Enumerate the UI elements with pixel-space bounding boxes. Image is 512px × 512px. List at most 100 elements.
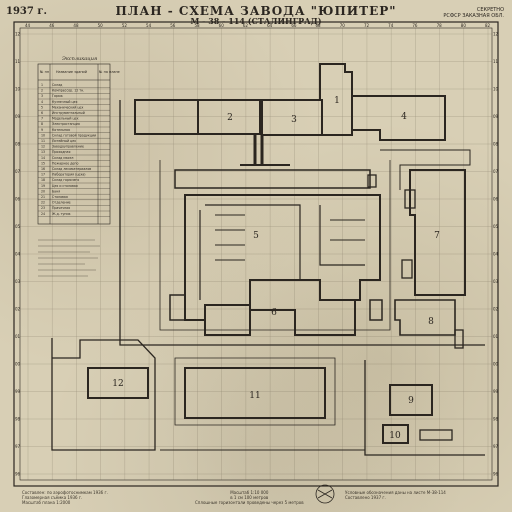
footer-line: Составлено 1937 г.: [345, 495, 386, 500]
legend-row-name: Механический цех: [52, 105, 84, 109]
grid-label: 68: [316, 23, 322, 28]
legend-row-number: 8: [41, 122, 43, 126]
legend-row-name: Проходная: [52, 150, 70, 154]
footer-left: Составлен: по аэрофотоснимкам 1936 г. Гл…: [22, 490, 108, 505]
footer-right: Условные обозначения даны на листе М-38-…: [345, 490, 446, 500]
footer-line: в 1 см 100 метров: [230, 495, 269, 500]
grid-lines: [20, 28, 492, 480]
grid-label: 97: [493, 444, 499, 449]
grid-label: 06: [493, 197, 499, 202]
grid-label: 70: [340, 23, 346, 28]
legend-row-number: 17: [41, 173, 45, 177]
grid-label: 00: [493, 362, 499, 367]
legend-row-name: Прачечная: [52, 206, 70, 210]
grid-label: 10: [493, 87, 499, 92]
grid-label: 58: [194, 23, 200, 28]
grid-label: 78: [437, 23, 443, 28]
legend-row-number: 14: [41, 156, 45, 160]
grid-label: 96: [493, 472, 499, 477]
grid-label: 54: [146, 23, 152, 28]
map-year: 1937 г.: [6, 6, 47, 17]
grid-label: 08: [15, 142, 21, 147]
grid-label: 82: [485, 23, 491, 28]
legend-col: № пп: [40, 70, 49, 74]
building-number: 1: [334, 96, 340, 106]
footer-line: Условные обозначения даны на листе М-38-…: [345, 490, 446, 495]
grid-label: 02: [15, 307, 21, 312]
building-number: 6: [271, 308, 277, 318]
grid-label: 08: [493, 142, 499, 147]
legend-row-number: 2: [41, 89, 43, 93]
grid-label: 03: [15, 279, 21, 284]
grid-label: 48: [73, 23, 79, 28]
grid-label: 62: [243, 23, 249, 28]
grid-label: 06: [15, 197, 21, 202]
grid-label: 60: [219, 23, 225, 28]
legend-row-name: Лаборатория (цеха): [52, 173, 86, 177]
grid-label: 64: [267, 23, 273, 28]
grid-label: 80: [461, 23, 467, 28]
legend-row-name: Ж.д. тупик: [52, 212, 71, 216]
grid-label: 01: [493, 334, 499, 339]
building-10: [382, 424, 409, 444]
building-6: [249, 279, 356, 336]
lower-right-boundary: [364, 360, 485, 456]
legend-row-number: 10: [41, 133, 45, 137]
corner-notes: СЕКРЕТНО РСФСР ЗАКАЗНАЯ ОБЛ.: [443, 7, 504, 19]
grid-label: 05: [15, 224, 21, 229]
legend-row-number: 1: [41, 83, 43, 87]
building-number: 4: [401, 112, 407, 122]
grid-label: 05: [493, 224, 499, 229]
legend-row-name: Склад масел: [52, 156, 73, 160]
building-number: 11: [249, 391, 260, 401]
building-5: [184, 194, 381, 321]
building-7: [409, 169, 466, 296]
legend-row-name: Инструментальный: [52, 111, 85, 115]
corner-note: СЕКРЕТНО: [476, 7, 504, 13]
legend-row-number: 7: [41, 117, 43, 121]
building-3: [261, 99, 323, 136]
footer-line: Составлен: по аэрофотоснимкам 1936 г.: [22, 490, 108, 495]
grid-label: 09: [493, 114, 499, 119]
legend-row-name: Отделение: [52, 201, 71, 205]
legend-row-name: Склад горючего: [52, 178, 79, 182]
legend-row-name: Электростанция: [52, 122, 80, 126]
grid-label: 11: [493, 59, 499, 64]
buildings: [87, 63, 466, 444]
building-number: 10: [389, 431, 401, 441]
grid-label: 99: [15, 389, 21, 394]
grid-label: 52: [122, 23, 128, 28]
footer-line: Масштаб плана 1:2000: [22, 500, 71, 505]
grid-label: 98: [493, 417, 499, 422]
building-number: 7: [434, 231, 440, 241]
building-number: 5: [253, 231, 259, 241]
grid-label: 96: [15, 472, 21, 477]
building-4: [351, 95, 446, 141]
legend-table: [37, 63, 111, 225]
legend-row-number: 9: [41, 128, 43, 132]
grid-label: 99: [493, 389, 499, 394]
legend-row-number: 13: [41, 150, 45, 154]
grid-label: 50: [98, 23, 104, 28]
building-top-left: [134, 99, 199, 135]
legend-row-name: Склад готовой продукции: [52, 133, 96, 137]
legend-row-name: Пожарное депо: [52, 161, 78, 165]
legend-row-name: Склад лесоматериалов: [52, 167, 91, 171]
legend-row-name: Котельная: [52, 128, 70, 132]
legend-row-name: Склад: [52, 83, 63, 87]
site-boundary: [51, 100, 485, 456]
legend-row-number: 15: [41, 161, 45, 165]
grid-label: 11: [15, 59, 21, 64]
legend-row-number: 11: [41, 139, 45, 143]
grid-label: 07: [493, 169, 499, 174]
legend-row-number: 23: [41, 206, 45, 210]
map-sheet-code: М - 38 - 114 (СТАЛИНГРАД): [0, 16, 512, 26]
building-12-yard: [51, 338, 156, 451]
building-6-annex: [204, 304, 251, 336]
grid-label: 72: [364, 23, 370, 28]
footer-center: Масштаб 1:10 000 в 1 см 100 метров Сплош…: [195, 490, 304, 505]
